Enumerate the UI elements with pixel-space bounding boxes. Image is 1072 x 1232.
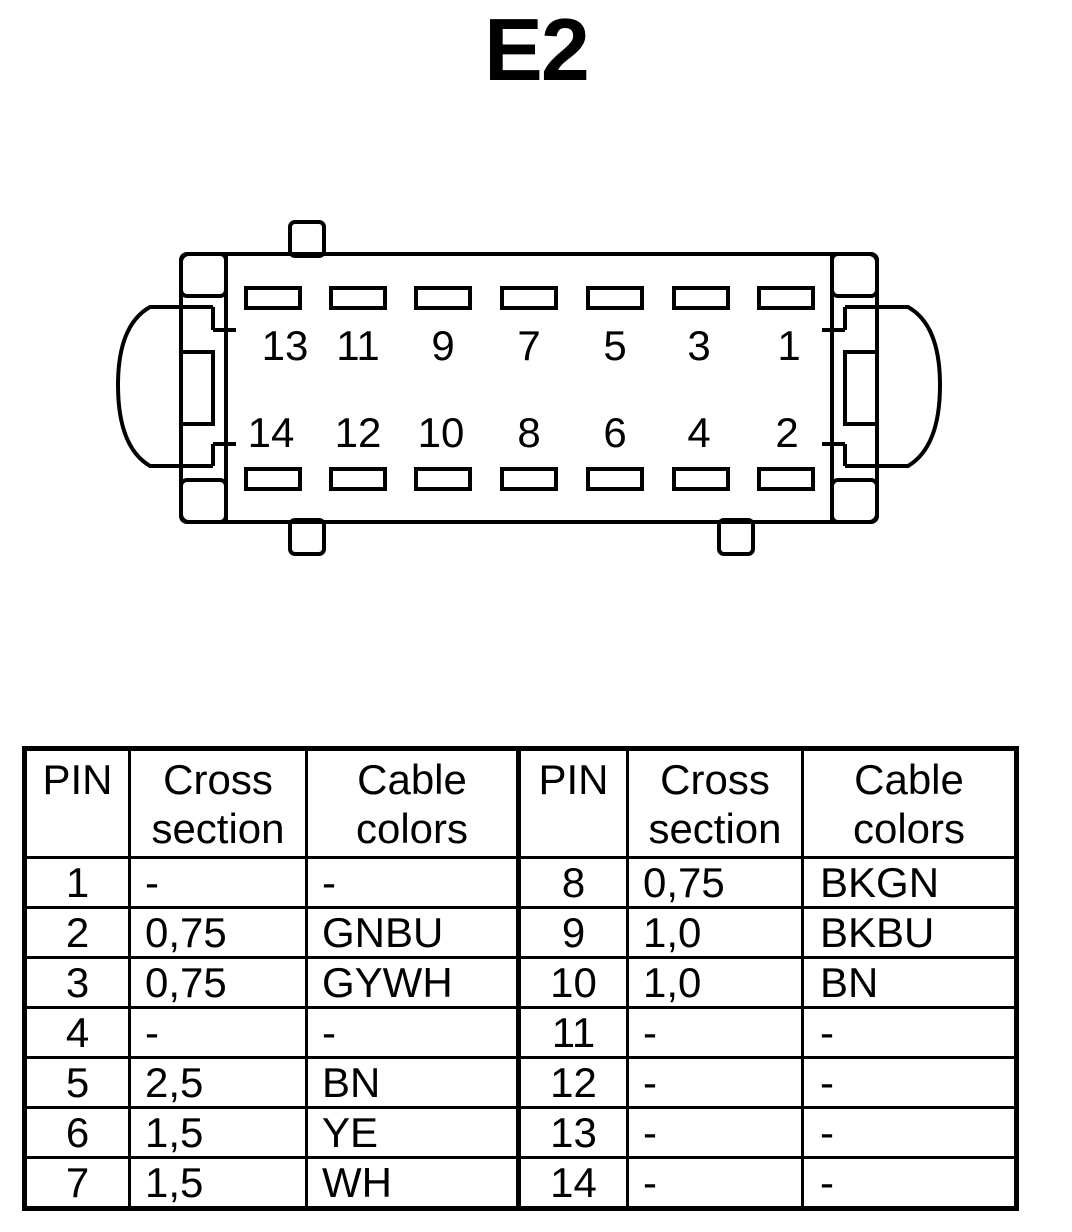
- cable-color-cell: BN: [801, 956, 1018, 1009]
- pin-cell: 10: [517, 956, 629, 1009]
- cable-color-cell: YE: [305, 1106, 521, 1159]
- pin-label: 13: [262, 322, 309, 369]
- table-row: 3 0,75 GYWH 10 1,0 BN: [23, 956, 1018, 1009]
- terminal-slot: [757, 467, 815, 491]
- pin-cell: 14: [517, 1156, 629, 1210]
- pin-cell: 2: [23, 906, 131, 959]
- cross-section-cell: 0,75: [128, 906, 308, 959]
- pin-cell: 12: [517, 1056, 629, 1109]
- cross-section-cell: 0,75: [128, 956, 308, 1009]
- terminal-slot: [500, 467, 558, 491]
- connector-housing: [115, 220, 943, 556]
- pin-cell: 5: [23, 1056, 131, 1109]
- cable-color-cell: GNBU: [305, 906, 521, 959]
- cable-color-cell: BKGN: [801, 856, 1018, 909]
- terminal-slot: [757, 286, 815, 310]
- pin-label: 7: [517, 322, 540, 369]
- table-row: 1 - - 8 0,75 BKGN: [23, 856, 1018, 909]
- pin-cell: 9: [517, 906, 629, 959]
- pin-cell: 7: [23, 1156, 131, 1210]
- cross-section-cell: 1,5: [128, 1156, 308, 1210]
- terminal-slot: [672, 286, 730, 310]
- cable-color-cell: -: [305, 856, 521, 909]
- pin-label: 8: [517, 409, 540, 456]
- table-row: 6 1,5 YE 13 - -: [23, 1106, 1018, 1159]
- cross-section-cell: -: [626, 1006, 804, 1059]
- cable-color-cell: -: [801, 1106, 1018, 1159]
- cable-color-cell: GYWH: [305, 956, 521, 1009]
- terminal-slot: [329, 467, 387, 491]
- terminal-slot: [672, 467, 730, 491]
- pin-label: 6: [603, 409, 626, 456]
- terminal-slot: [586, 286, 644, 310]
- pin-cell: 13: [517, 1106, 629, 1159]
- terminal-slot: [586, 467, 644, 491]
- table-row: 2 0,75 GNBU 9 1,0 BKBU: [23, 906, 1018, 959]
- cable-color-cell: -: [801, 1056, 1018, 1109]
- pin-label: 1: [777, 322, 800, 369]
- pin-label: 4: [687, 409, 710, 456]
- pin-label: 11: [336, 322, 380, 369]
- table-row: 5 2,5 BN 12 - -: [23, 1056, 1018, 1109]
- cable-color-cell: BN: [305, 1056, 521, 1109]
- pin-cell: 3: [23, 956, 131, 1009]
- table-row: 4 - - 11 - -: [23, 1006, 1018, 1059]
- pin-cell: 6: [23, 1106, 131, 1159]
- cable-color-cell: -: [305, 1006, 521, 1059]
- cable-color-cell: -: [801, 1006, 1018, 1059]
- pin-label: 12: [335, 409, 382, 456]
- pin-label: 10: [418, 409, 465, 456]
- pin-label: 9: [431, 322, 454, 369]
- terminal-slot: [244, 286, 302, 310]
- terminal-slot: [500, 286, 558, 310]
- terminal-slot: [244, 467, 302, 491]
- terminal-slot: [329, 286, 387, 310]
- header-pin: PIN: [23, 747, 131, 859]
- terminal-slots-bottom: [244, 467, 815, 491]
- cable-color-cell: -: [801, 1156, 1018, 1210]
- cross-section-cell: -: [626, 1106, 804, 1159]
- pin-label: 2: [775, 409, 798, 456]
- cross-section-cell: 2,5: [128, 1056, 308, 1109]
- terminal-slots-top: [244, 286, 815, 310]
- terminal-slot: [414, 467, 472, 491]
- terminal-slot: [414, 286, 472, 310]
- cross-section-cell: 0,75: [626, 856, 804, 909]
- cross-section-cell: -: [626, 1156, 804, 1210]
- pin-cell: 4: [23, 1006, 131, 1059]
- cross-section-cell: -: [626, 1056, 804, 1109]
- table-row: 7 1,5 WH 14 - -: [23, 1156, 1018, 1210]
- pin-label: 5: [603, 322, 626, 369]
- connector-diagram: 13 11 9 7 5 3 1 14 12 10 8 6 4 2: [115, 220, 943, 556]
- pin-label: 3: [687, 322, 710, 369]
- pin-label: 14: [248, 409, 295, 456]
- cross-section-cell: -: [128, 856, 308, 909]
- pin-labels-bottom: 14 12 10 8 6 4 2: [248, 409, 799, 456]
- pin-cell: 1: [23, 856, 131, 909]
- cross-section-cell: 1,0: [626, 906, 804, 959]
- pin-labels-top: 13 11 9 7 5 3 1: [262, 322, 801, 369]
- cross-section-cell: 1,0: [626, 956, 804, 1009]
- pin-cell: 8: [517, 856, 629, 909]
- cross-section-cell: 1,5: [128, 1106, 308, 1159]
- pin-cell: 11: [517, 1006, 629, 1059]
- cable-color-cell: BKBU: [801, 906, 1018, 959]
- header-pin: PIN: [517, 747, 629, 859]
- cross-section-cell: -: [128, 1006, 308, 1059]
- connector-title: E2: [484, 0, 590, 99]
- cable-color-cell: WH: [305, 1156, 521, 1210]
